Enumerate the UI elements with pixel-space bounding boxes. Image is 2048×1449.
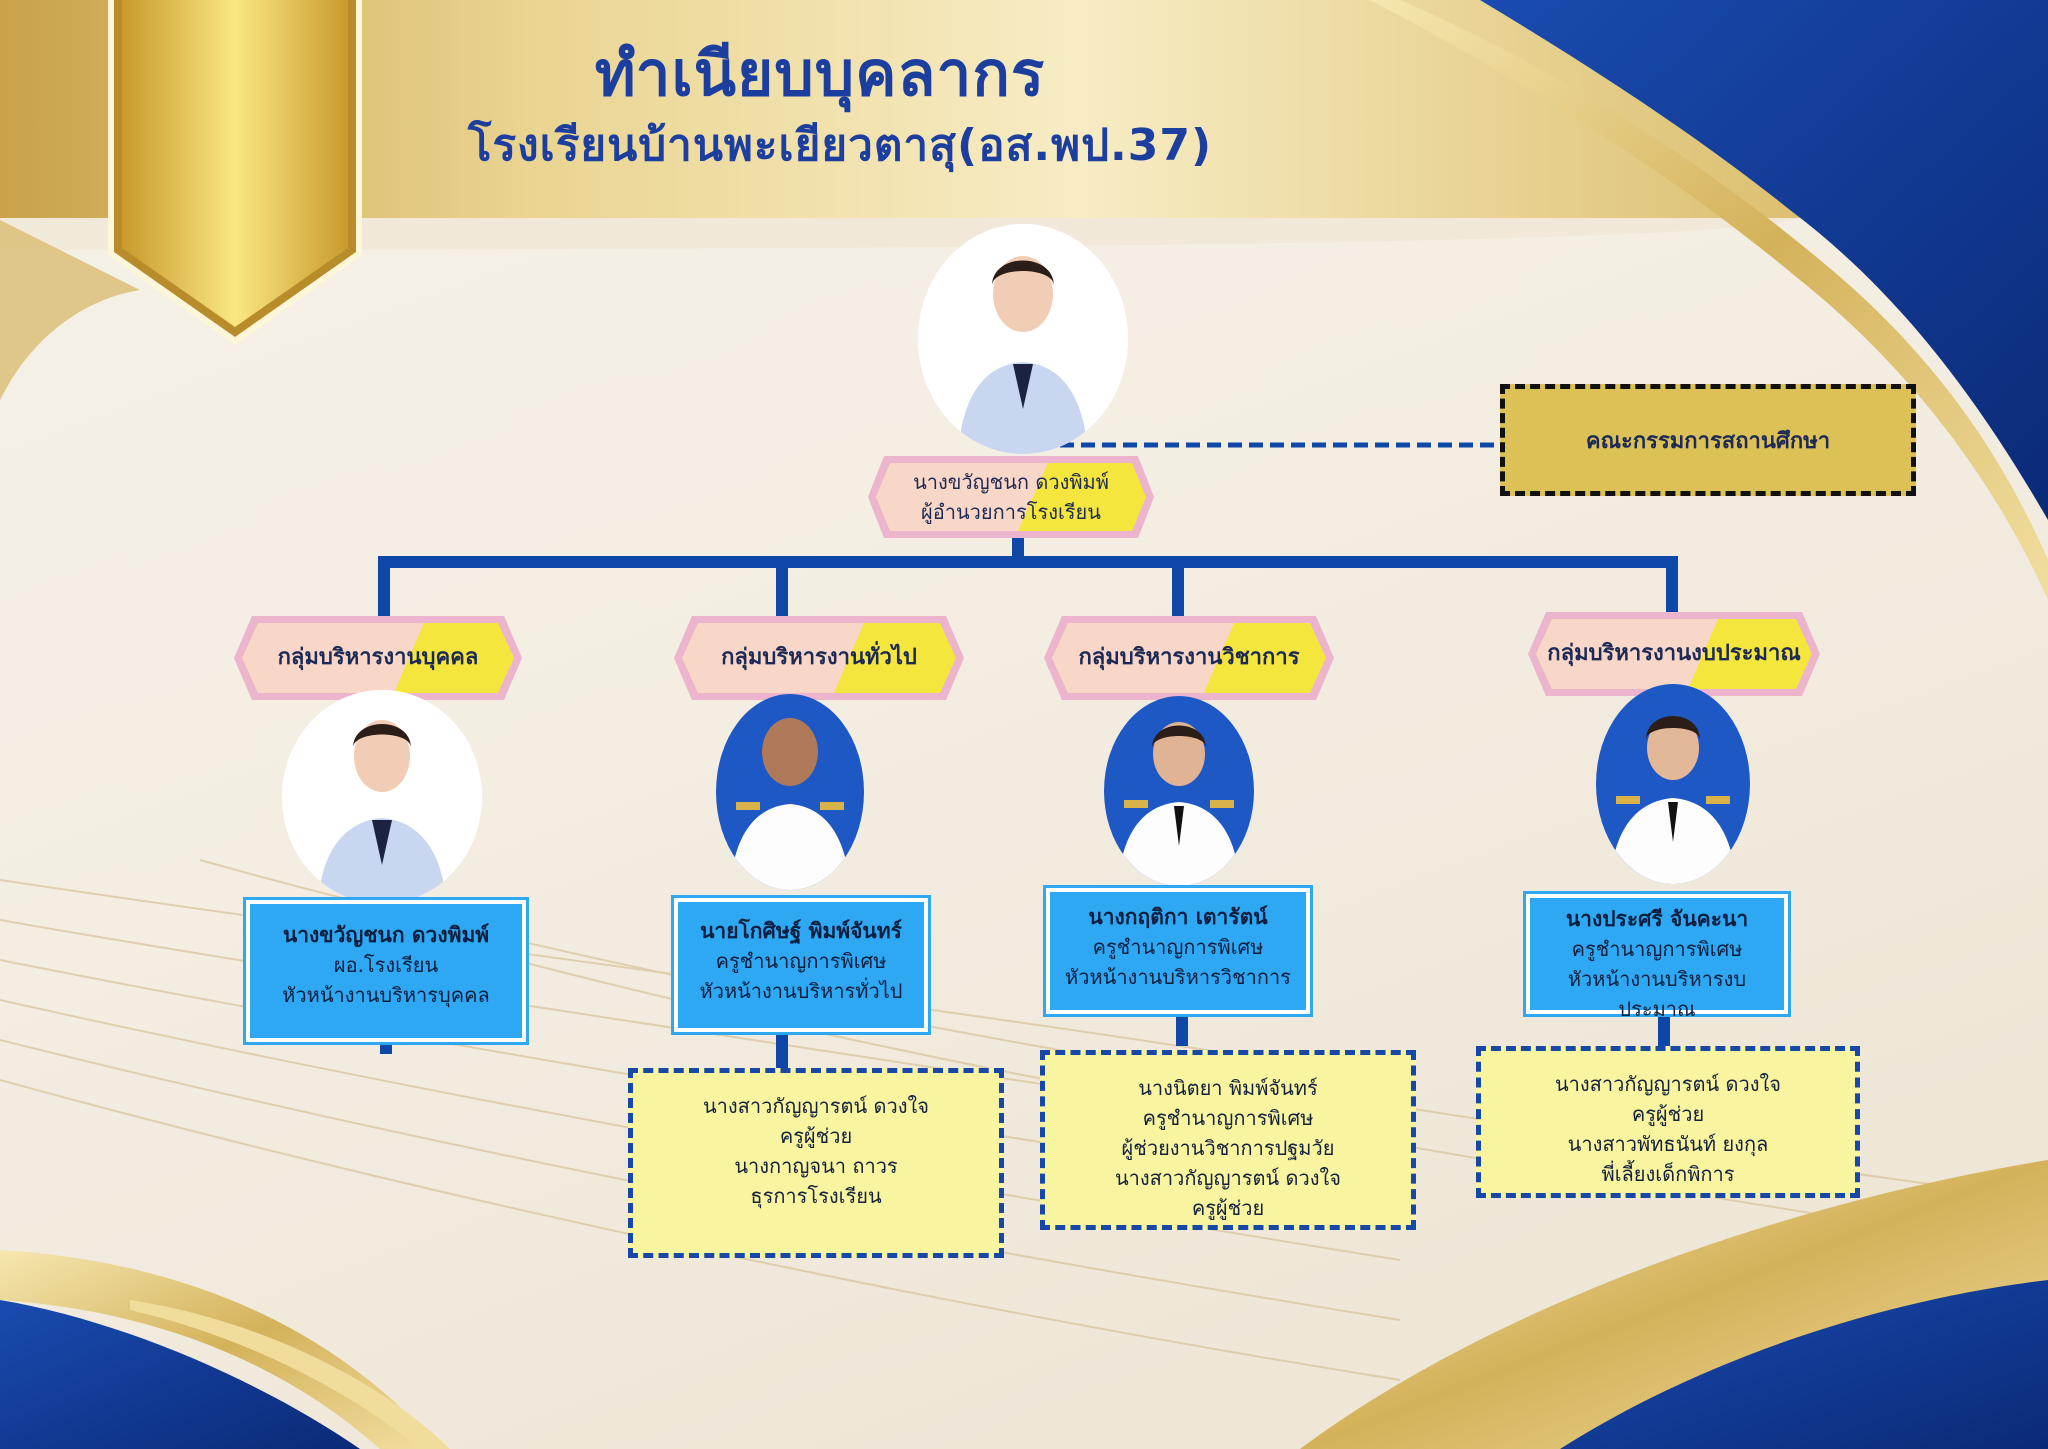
- group-label-academic: กลุ่มบริหารงานวิชาการ: [1044, 616, 1334, 700]
- group-title: กลุ่มบริหารงานงบประมาณ: [1547, 641, 1801, 666]
- connector: [1658, 1012, 1670, 1046]
- page-title: ทำเนียบบุคลากร: [594, 37, 1046, 110]
- staff-line: นางสาวกัญญารตน์ ดวงใจ: [703, 1094, 929, 1118]
- staff-line: พี่เลี้ยงเด็กพิการ: [1601, 1162, 1735, 1186]
- staff-line: ครูผู้ช่วย: [1631, 1102, 1705, 1126]
- head-position: ครูชำนาญการพิเศษ: [1571, 937, 1743, 961]
- head-position: ผอ.โรงเรียน: [333, 953, 439, 977]
- committee-connector: [1060, 442, 1505, 448]
- staff-line: ครูผู้ช่วย: [1191, 1196, 1265, 1220]
- head-role: หัวหน้างานบริหารบุคคล: [282, 983, 490, 1007]
- group-head-portrait: [1104, 696, 1254, 886]
- connector: [1172, 556, 1184, 616]
- group-label-general: กลุ่มบริหารงานทั่วไป: [674, 616, 964, 700]
- staff-line: ครูชำนาญการพิเศษ: [1142, 1106, 1314, 1130]
- connector: [1666, 556, 1678, 616]
- committee-box: คณะกรรมการสถานศึกษา: [1500, 384, 1916, 496]
- staff-line: ธุรการโรงเรียน: [750, 1184, 882, 1208]
- connector: [776, 1030, 788, 1070]
- head-name: นายโกศิษฐ์ พิมพ์จันทร์: [700, 919, 902, 943]
- group-head-card: นายโกศิษฐ์ พิมพ์จันทร์ ครูชำนาญการพิเศษ …: [678, 902, 924, 1028]
- group-staff-box: นางสาวกัญญารตน์ ดวงใจ ครูผู้ช่วย นางสาวพ…: [1476, 1046, 1860, 1198]
- page-subtitle: โรงเรียนบ้านพะเยียวตาสุ(อส.พป.37): [467, 120, 1213, 171]
- head-position: ครูชำนาญการพิเศษ: [1092, 935, 1264, 959]
- group-staff-box: นางนิตยา พิมพ์จันทร์ ครูชำนาญการพิเศษ ผู…: [1040, 1050, 1416, 1230]
- head-role: หัวหน้างานบริหารวิชาการ: [1065, 965, 1291, 989]
- staff-line: นางกาญจนา ถาวร: [734, 1154, 898, 1178]
- group-label-personnel: กลุ่มบริหารงานบุคคล: [234, 616, 522, 700]
- badge-ribbon-icon: [108, 0, 362, 345]
- staff-line: นางสาวกัญญารตน์ ดวงใจ: [1115, 1166, 1341, 1190]
- group-head-card: นางประศรี จันคะนา ครูชำนาญการพิเศษ หัวหน…: [1530, 898, 1784, 1021]
- staff-line: ครูผู้ช่วย: [779, 1124, 853, 1148]
- head-name: นางประศรี จันคะนา: [1565, 907, 1749, 931]
- connector: [1176, 1012, 1188, 1046]
- group-head-portrait: [1596, 684, 1750, 884]
- connector: [378, 556, 1678, 568]
- staff-line: นางสาวพัทธนันท์ ยงกุล: [1567, 1132, 1769, 1156]
- group-title: กลุ่มบริหารงานวิชาการ: [1078, 645, 1300, 670]
- staff-line: นางสาวกัญญารตน์ ดวงใจ: [1555, 1072, 1781, 1096]
- head-position: ครูชำนาญการพิเศษ: [715, 949, 887, 973]
- connector: [380, 1040, 392, 1054]
- group-head-card: นางกฤติกา เตารัตน์ ครูชำนาญการพิเศษ หัวห…: [1050, 892, 1306, 1010]
- head-role: หัวหน้างานบริหารงบประมาณ: [1567, 967, 1747, 1021]
- director-position: ผู้อำนวยการโรงเรียน: [921, 500, 1101, 524]
- group-title: กลุ่มบริหารงานบุคคล: [277, 645, 479, 670]
- group-head-card: นางขวัญชนก ดวงพิมพ์ ผอ.โรงเรียน หัวหน้าง…: [250, 904, 522, 1038]
- head-name: นางกฤติกา เตารัตน์: [1088, 905, 1268, 929]
- group-staff-box: นางสาวกัญญารตน์ ดวงใจ ครูผู้ช่วย นางกาญจ…: [628, 1068, 1004, 1258]
- staff-line: ผู้ช่วยงานวิชาการปฐมวัย: [1121, 1136, 1335, 1160]
- group-head-portrait: [716, 694, 864, 890]
- head-role: หัวหน้างานบริหารทั่วไป: [699, 979, 903, 1003]
- group-head-portrait: [282, 690, 482, 904]
- staff-line: นางนิตยา พิมพ์จันทร์: [1138, 1076, 1318, 1100]
- director-name: นางขวัญชนก ดวงพิมพ์: [913, 470, 1109, 494]
- group-title: กลุ่มบริหารงานทั่วไป: [721, 645, 917, 670]
- head-name: นางขวัญชนก ดวงพิมพ์: [282, 923, 490, 947]
- connector: [378, 556, 390, 616]
- director-label: นางขวัญชนก ดวงพิมพ์ ผู้อำนวยการโรงเรียน: [868, 456, 1154, 538]
- connector: [776, 556, 788, 616]
- group-label-budget: กลุ่มบริหารงานงบประมาณ: [1528, 612, 1820, 696]
- director-portrait: [918, 224, 1128, 454]
